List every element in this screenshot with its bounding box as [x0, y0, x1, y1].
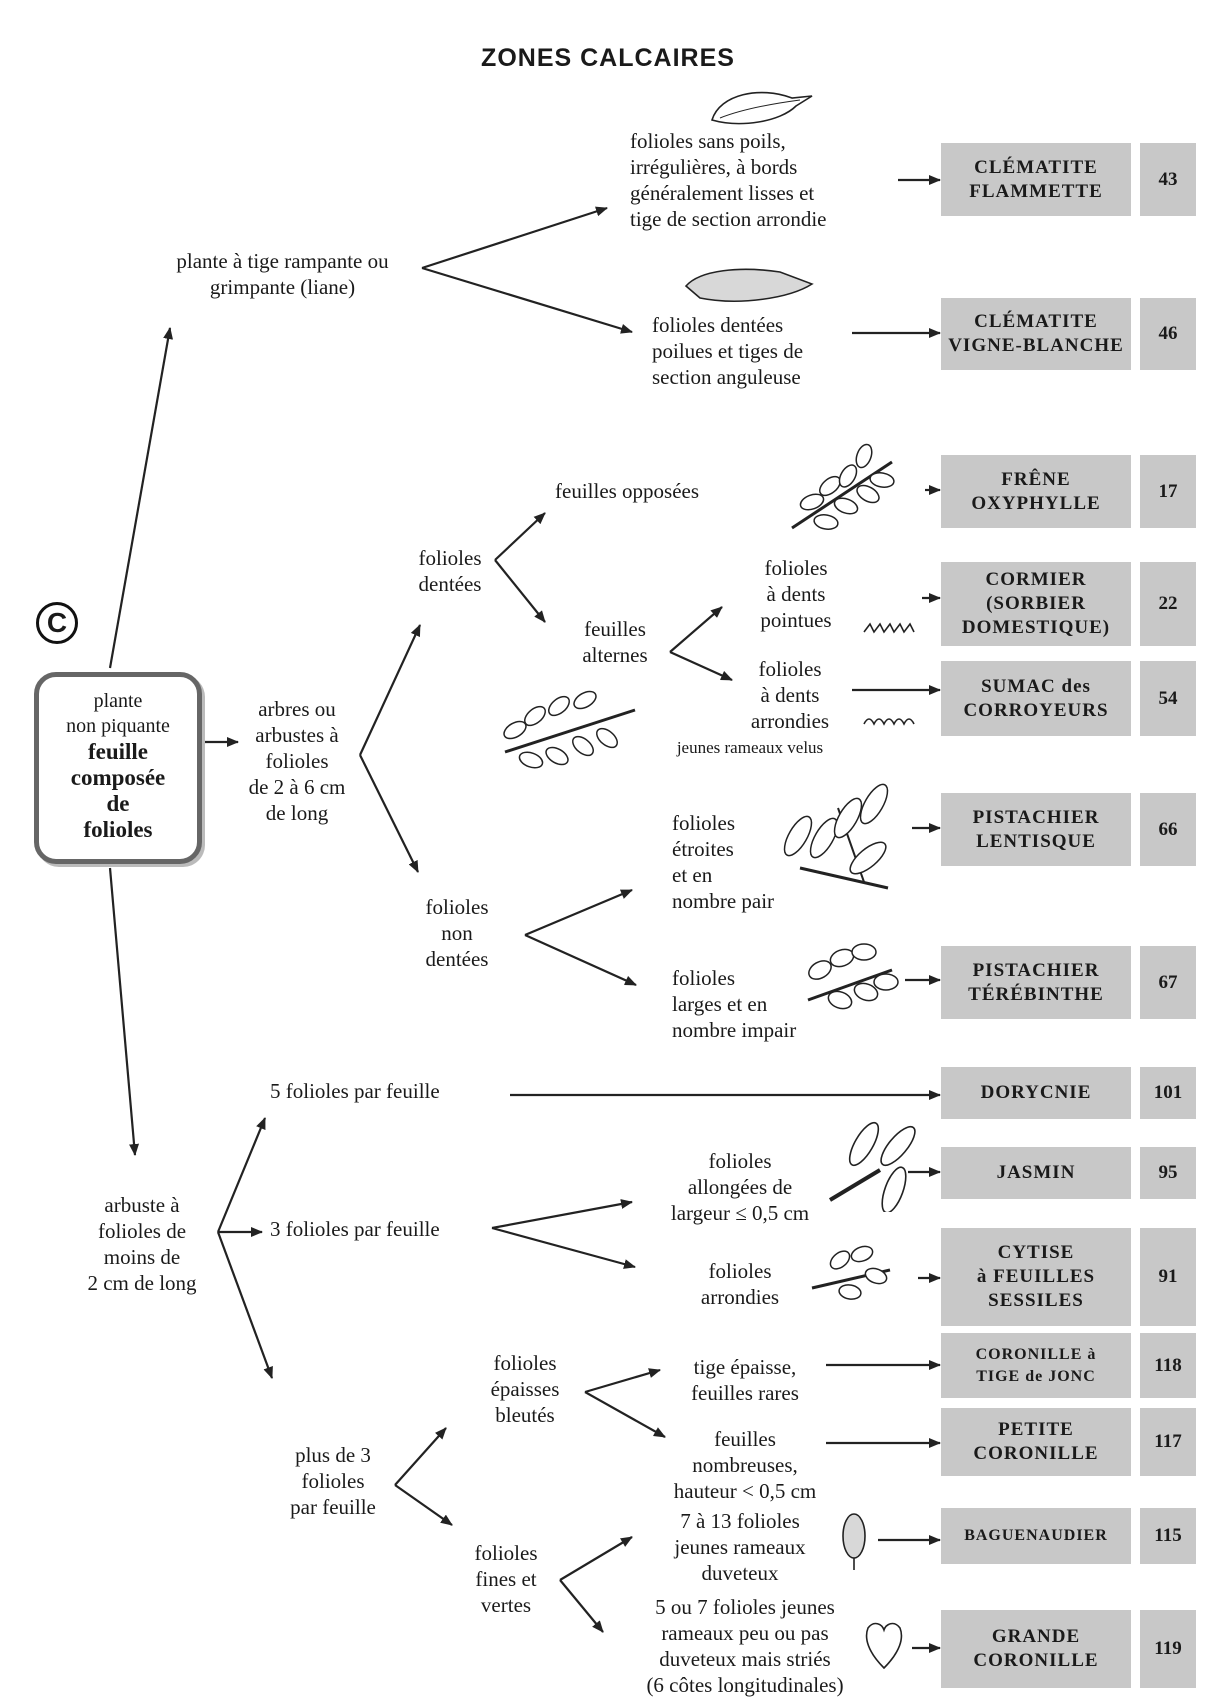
species-cormier: CORMIER (SORBIER DOMESTIQUE): [941, 562, 1131, 646]
criterion-pointues: folioles à dents pointues: [760, 556, 832, 632]
page-91: 91: [1140, 1228, 1196, 1326]
branch-shrub: arbuste à folioles de moins de 2 cm de l…: [87, 1193, 197, 1295]
branch-trees: arbres ou arbustes à folioles de 2 à 6 c…: [248, 697, 346, 825]
species-cytise: CYTISE à FEUILLES SESSILES: [941, 1228, 1131, 1326]
root-line2: non piquante: [66, 715, 170, 737]
page-22: 22: [1140, 562, 1196, 646]
jasmine-twig-icon: [828, 1121, 916, 1212]
leaflet-oval-icon: [842, 1513, 866, 1570]
page-95: 95: [1140, 1147, 1196, 1199]
page-46: 46: [1140, 298, 1196, 370]
sorbus-twig-icon: [503, 690, 636, 769]
criterion-opposees: feuilles opposées: [555, 479, 700, 503]
criterion-three: 3 folioles par feuille: [270, 1217, 440, 1241]
page-67: 67: [1140, 946, 1196, 1019]
page-119: 119: [1140, 1610, 1196, 1688]
criterion-more3: plus de 3 folioles par feuille: [290, 1443, 376, 1519]
root-line1: plante: [93, 690, 143, 712]
species-baguenaudier: BAGUENAUDIER: [941, 1508, 1131, 1564]
criterion-5ou7: 5 ou 7 folioles jeunes rameaux peu ou pa…: [646, 1595, 844, 1697]
page-115: 115: [1140, 1508, 1196, 1564]
rounded-teeth-icon: [863, 718, 915, 726]
criterion-7a13: 7 à 13 folioles jeunes rameaux duveteux: [674, 1509, 806, 1585]
key-letter-badge: C: [36, 602, 78, 644]
species-sumac: SUMAC des CORROYEURS: [941, 661, 1131, 736]
criterion-velus: jeunes rameaux velus: [676, 738, 824, 757]
branch-climbing: plante à tige rampante ou grimpante (lia…: [176, 249, 389, 299]
criterion-allongees: folioles allongées de largeur ≤ 0,5 cm: [670, 1149, 810, 1225]
species-dorycnie: DORYCNIE: [941, 1067, 1131, 1119]
criterion-non-dentees: folioles non dentées: [425, 895, 489, 971]
ash-twig-icon: [791, 443, 895, 530]
diagram-title: ZONES CALCAIRES: [481, 44, 735, 72]
criterion-epaisses: folioles épaisses bleutés: [490, 1351, 560, 1427]
criterion-five: 5 folioles par feuille: [270, 1079, 440, 1103]
root-box: plante non piquante feuille composée de …: [34, 672, 202, 864]
species-clematite-flammette: CLÉMATITE FLAMMETTE: [941, 143, 1131, 216]
page-66: 66: [1140, 793, 1196, 866]
terebinth-twig-icon: [807, 943, 899, 1010]
page-43: 43: [1140, 143, 1196, 216]
criterion-toothed-hairy: folioles dentées poilues et tiges de sec…: [652, 313, 804, 389]
pointed-teeth-icon: [863, 622, 915, 634]
page-118: 118: [1140, 1333, 1196, 1398]
root-bold: feuille composée de folioles: [70, 739, 166, 842]
criterion-fines: folioles fines et vertes: [474, 1541, 538, 1617]
criterion-dentees: folioles dentées: [418, 546, 482, 596]
species-frene-oxyphylle: FRÊNE OXYPHYLLE: [941, 455, 1131, 528]
criterion-tige: tige épaisse, feuilles rares: [691, 1355, 799, 1405]
lentisk-twig-icon: [783, 783, 889, 890]
species-grande-coronille: GRANDE CORONILLE: [941, 1610, 1131, 1688]
page-17: 17: [1140, 455, 1196, 528]
criterion-alternes: feuilles alternes: [582, 617, 648, 667]
criterion-hairless: folioles sans poils, irrégulières, à bor…: [630, 129, 827, 231]
page-54: 54: [1140, 661, 1196, 736]
criterion-rondes: folioles arrondies: [700, 1259, 780, 1309]
criterion-larges: folioles larges et en nombre impair: [672, 966, 797, 1042]
species-pistachier-lentisque: PISTACHIER LENTISQUE: [941, 793, 1131, 866]
page-117: 117: [1140, 1408, 1196, 1476]
species-pistachier-terebinthe: PISTACHIER TÉRÉBINTHE: [941, 946, 1131, 1019]
leaf-smooth-icon: [710, 91, 813, 125]
criterion-arrondies: folioles à dents arrondies: [750, 657, 830, 733]
leaf-toothed-icon: [684, 268, 814, 302]
page-101: 101: [1140, 1067, 1196, 1119]
species-coronille-tige-jonc: CORONILLE à TIGE de JONC: [941, 1333, 1131, 1398]
species-clematite-vigne-blanche: CLÉMATITE VIGNE-BLANCHE: [941, 298, 1131, 370]
criterion-etroites: folioles étroites et en nombre pair: [672, 811, 775, 913]
species-jasmin: JASMIN: [941, 1147, 1131, 1199]
species-petite-coronille: PETITE CORONILLE: [941, 1408, 1131, 1476]
criterion-nombreuses: feuilles nombreuses, hauteur < 0,5 cm: [673, 1427, 817, 1503]
leaflet-heart-icon: [865, 1622, 903, 1670]
cytisus-twig-icon: [811, 1245, 891, 1300]
